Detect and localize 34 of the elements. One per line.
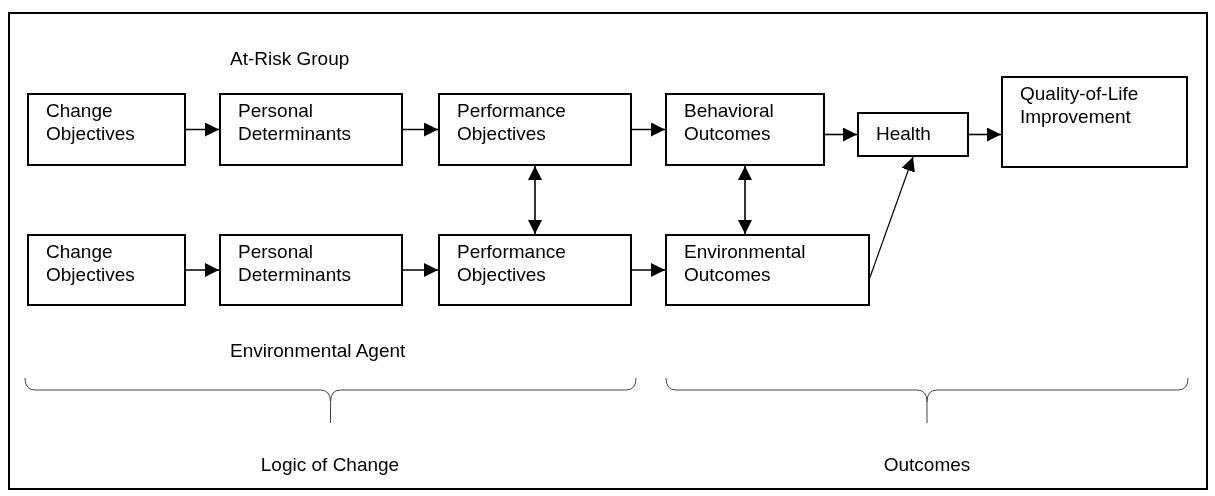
arrow (631, 122, 666, 137)
row-label: Environmental Agent (230, 340, 406, 362)
box-label: Health (876, 123, 931, 144)
box-label: Change Objectives (46, 100, 135, 144)
arrow (185, 122, 220, 137)
process-box (27, 93, 186, 166)
box-label: Environmental Outcomes (684, 241, 806, 285)
process-box (1001, 76, 1188, 168)
box-label: Quality-of-Life Improvement (1020, 83, 1139, 127)
arrow (968, 127, 1002, 142)
arrow (528, 165, 542, 235)
arrow (824, 127, 858, 142)
box-label: Behavioral Outcomes (684, 100, 774, 144)
arrow (738, 165, 752, 235)
process-box (438, 234, 632, 306)
process-box (27, 234, 186, 306)
process-box (219, 234, 403, 306)
process-box (665, 234, 870, 306)
arrow (185, 263, 220, 277)
section-label: Logic of Change (260, 454, 400, 476)
row-label: At-Risk Group (230, 48, 350, 70)
arrow (631, 263, 666, 277)
process-box (219, 93, 403, 166)
process-box (857, 112, 969, 157)
box-label: Change Objectives (46, 241, 135, 285)
box-label: Personal Determinants (238, 100, 351, 144)
process-box (438, 93, 632, 166)
section-label: Outcomes (883, 454, 971, 476)
box-label: Performance Objectives (457, 100, 566, 144)
process-box (665, 93, 825, 166)
box-label: Performance Objectives (457, 241, 566, 285)
arrow (402, 122, 439, 137)
arrow (402, 263, 439, 277)
box-label: Personal Determinants (238, 241, 351, 285)
